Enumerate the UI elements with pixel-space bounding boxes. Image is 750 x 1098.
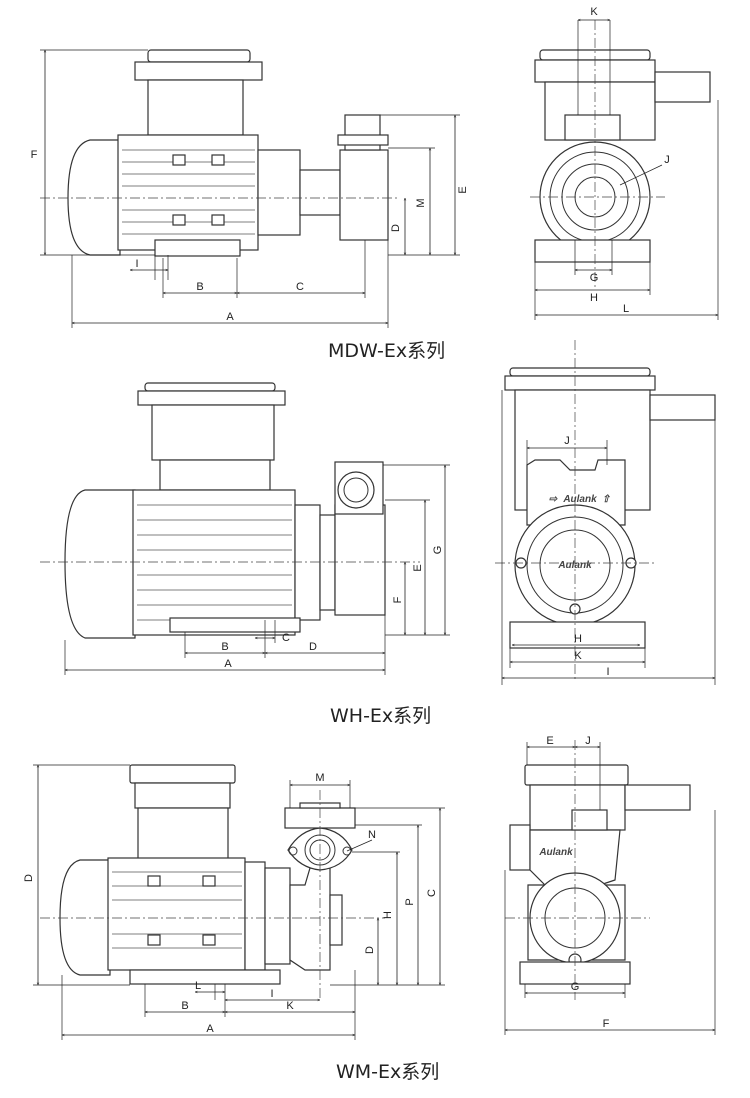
dim-label-k: K bbox=[590, 6, 598, 18]
dim-label-m: M bbox=[315, 772, 324, 784]
dim-label-d: D bbox=[364, 946, 376, 954]
cable-gland bbox=[654, 71, 711, 103]
flow-arrow-icon: ⇨ bbox=[549, 494, 558, 505]
junction-box bbox=[134, 49, 263, 136]
motor-body bbox=[107, 857, 246, 971]
dim-label-c: C bbox=[282, 632, 290, 644]
wh-end-view: ⇨ Aulank ⇧ Aulank J H K I bbox=[495, 340, 715, 685]
dim-label-e: E bbox=[457, 186, 469, 193]
pump-body bbox=[289, 867, 331, 971]
motor-body bbox=[117, 134, 259, 251]
dim-label-f: F bbox=[392, 596, 404, 603]
dim-label-g: G bbox=[432, 546, 444, 555]
pump-flange bbox=[319, 514, 336, 611]
brand-label: Aulank bbox=[562, 494, 597, 505]
dim-label-i: I bbox=[135, 258, 138, 270]
wm-side-view: D M N D H P C L I B K A bbox=[23, 765, 445, 1040]
dim-label-k: K bbox=[286, 1000, 294, 1012]
dim-label-i: I bbox=[606, 666, 609, 678]
pump-body bbox=[334, 504, 386, 616]
wm-end-view: Aulank E J G F bbox=[505, 735, 715, 1035]
cable-gland bbox=[624, 784, 691, 811]
pump-bracket bbox=[257, 149, 301, 236]
motor-body bbox=[132, 489, 296, 636]
dim-label-l: L bbox=[195, 980, 201, 992]
caption-mdw-ex: MDW-Ex系列 bbox=[328, 340, 445, 362]
dim-label-h: H bbox=[590, 292, 598, 304]
dim-label-n: N bbox=[368, 829, 376, 841]
dim-label-e: E bbox=[412, 564, 424, 571]
caption-wh-ex: WH-Ex系列 bbox=[330, 705, 431, 727]
base-foot bbox=[129, 969, 281, 985]
dim-label-a: A bbox=[206, 1023, 214, 1035]
dim-label-g: G bbox=[590, 272, 599, 284]
base-foot bbox=[154, 239, 241, 257]
cable-gland bbox=[649, 394, 716, 421]
brand-label: Aulank bbox=[538, 847, 573, 858]
dim-label-f: F bbox=[31, 149, 38, 161]
pump-head bbox=[339, 149, 389, 241]
dim-label-d: D bbox=[309, 641, 317, 653]
dim-label-m: M bbox=[415, 198, 427, 207]
mdw-side-view: F E M D I B C A bbox=[31, 50, 469, 328]
dim-label-k: K bbox=[574, 650, 582, 662]
up-arrow-icon: ⇧ bbox=[602, 494, 611, 505]
wh-side-view: G E F B C D A bbox=[40, 382, 450, 675]
dim-label-h: H bbox=[382, 911, 394, 919]
dim-label-p: P bbox=[404, 898, 416, 905]
dim-label-j: J bbox=[564, 435, 570, 447]
fan-cover bbox=[59, 859, 111, 976]
base-foot bbox=[169, 617, 301, 633]
dim-label-d: D bbox=[390, 224, 402, 232]
dim-label-j: J bbox=[664, 154, 670, 166]
mdw-end-view: K J G H L bbox=[530, 6, 718, 320]
dim-label-c: C bbox=[426, 889, 438, 897]
fan-cover bbox=[67, 139, 121, 256]
dim-label-j: J bbox=[585, 735, 591, 747]
dim-label-a: A bbox=[226, 311, 234, 323]
dim-label-g: G bbox=[571, 981, 580, 993]
fan-cover bbox=[64, 489, 136, 639]
dim-label-d-overall: D bbox=[23, 874, 35, 882]
caption-wm-ex: WM-Ex系列 bbox=[336, 1061, 439, 1083]
dim-label-l: L bbox=[623, 303, 629, 315]
dim-label-a: A bbox=[224, 658, 232, 670]
dim-label-h: H bbox=[574, 633, 582, 645]
dim-label-b: B bbox=[196, 281, 203, 293]
dim-label-c: C bbox=[296, 281, 304, 293]
dim-label-e: E bbox=[546, 735, 553, 747]
dim-label-f: F bbox=[603, 1018, 610, 1030]
dim-label-i: I bbox=[270, 988, 273, 1000]
dim-label-b: B bbox=[221, 641, 228, 653]
dim-label-b: B bbox=[181, 1000, 188, 1012]
